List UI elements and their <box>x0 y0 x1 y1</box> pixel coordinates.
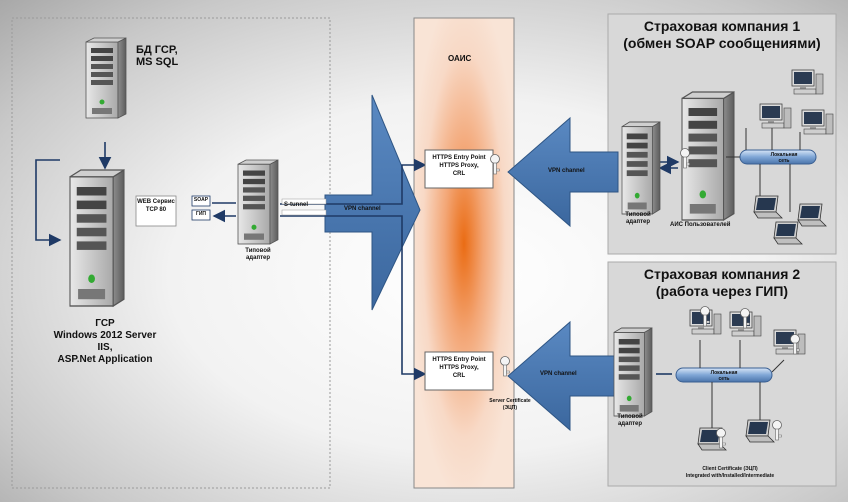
db-link <box>35 159 62 247</box>
proxy-bottom-line1: HTTPS Entry Point <box>432 357 486 363</box>
company2-network-line1: Локальная <box>710 370 738 376</box>
db-server-icon <box>85 37 127 119</box>
client-cert-label: Client Certificate (ЭЦП) Integrated with… <box>660 466 800 480</box>
proxy-bottom-line2: HTTPS Proxy, <box>439 365 479 371</box>
internal-zone <box>11 17 331 489</box>
oais-band <box>413 17 515 489</box>
server-cert-line1: Server Certificate <box>489 398 531 404</box>
company2-title-line1: Страховая компания 2 <box>643 266 801 282</box>
vpn-arrow-company2 <box>507 320 619 432</box>
link-proxy-top <box>280 158 427 205</box>
proxy-top-label: HTTPS Entry Point HTTPS Proxy, CRL <box>425 154 493 178</box>
company1-adapter-icon <box>621 121 661 215</box>
proxy-bottom-label: HTTPS Entry Point HTTPS Proxy, CRL <box>425 356 493 380</box>
main-server-line3: IIS, <box>97 342 113 353</box>
vpn-label-company1: VPN channel <box>548 168 585 174</box>
vpn-arrow-left <box>324 94 421 311</box>
company1-title-line2: (обмен SOAP сообщениями) <box>623 35 821 51</box>
db-server-label-line2: MS SQL <box>136 56 179 68</box>
gip-port-label: ГИП <box>195 211 207 217</box>
company1-adapter-line2: адаптер <box>625 219 651 225</box>
vpn-arrow-company1 <box>507 116 619 228</box>
s-tunnel-label: S-tunnel <box>284 202 308 208</box>
company1-title-line1: Страховая компания 1 <box>643 18 801 34</box>
company1-adapter-label: Типовой адаптер <box>616 212 660 226</box>
company2-title: Страховая компания 2 (работа через ГИП) <box>608 266 836 300</box>
company2-network-line2: сеть <box>718 376 730 382</box>
company1-network-label: Локальная сеть <box>764 152 804 164</box>
link-proxy-bottom <box>280 215 427 381</box>
client-cert-line2: Integrated with/Installed/Intermediate <box>685 473 775 479</box>
db-server-label-line1: БД ГСР, <box>136 44 178 56</box>
company2-adapter-icon <box>613 327 653 417</box>
vpn-label-company2: VPN channel <box>540 371 577 377</box>
proxy-bottom-box <box>424 351 494 391</box>
client-cert-line1: Client Certificate (ЭЦП) <box>702 466 758 472</box>
company2-adapter-label: Типовой адаптер <box>608 414 652 428</box>
company1-adapter-line1: Типовой <box>625 212 651 218</box>
web-service-label: WEB Сервис TCP 80 <box>136 198 176 214</box>
soap-port <box>191 195 211 207</box>
vpn-label-left: VPN channel <box>344 206 381 212</box>
company2-adapter-line1: Типовой <box>617 414 643 420</box>
adapter-left-line2: адаптер <box>245 255 271 261</box>
company2-network-label: Локальная сеть <box>704 370 744 382</box>
company2-network-pipe <box>675 367 773 383</box>
server-cert-line2: (ЭЦП) <box>502 405 518 411</box>
company2-title-line2: (работа через ГИП) <box>655 283 789 299</box>
company1-title: Страховая компания 1 (обмен SOAP сообщен… <box>608 18 836 52</box>
oais-title: ОАИС <box>448 54 472 63</box>
s-tunnel-pipe-2 <box>281 209 327 216</box>
ais-label: АИС Пользователей <box>670 222 731 228</box>
web-service-line1: WEB Сервис <box>137 199 175 205</box>
web-service-box <box>135 195 177 227</box>
main-server-label: ГСР Windows 2012 Server IIS, ASP.Net App… <box>30 318 180 366</box>
ais-server-icon <box>681 91 735 221</box>
proxy-top-line3: CRL <box>452 171 466 177</box>
soap-port-label: SOAP <box>193 197 209 203</box>
company1-network-line1: Локальная <box>770 152 798 158</box>
s-tunnel-pipe <box>281 198 327 205</box>
net-link <box>771 359 785 373</box>
main-server-line2: Windows 2012 Server <box>53 330 157 341</box>
proxy-top-line2: HTTPS Proxy, <box>439 163 479 169</box>
main-server-line4: ASP.Net Application <box>57 354 153 365</box>
company1-network-line2: сеть <box>778 158 790 164</box>
web-service-line2: TCP 80 <box>145 207 167 213</box>
main-server-line1: ГСР <box>95 318 115 329</box>
adapter-left-line1: Типовой <box>245 248 271 254</box>
proxy-bottom-line3: CRL <box>452 373 466 379</box>
adapter-left-label: Типовой адаптер <box>236 248 280 262</box>
server-cert-label: Server Certificate (ЭЦП) <box>470 398 550 412</box>
proxy-top-box <box>424 149 494 189</box>
db-server-label: БД ГСР, MS SQL <box>136 44 178 68</box>
main-server-icon <box>69 169 125 307</box>
gip-port <box>191 209 211 221</box>
proxy-top-line1: HTTPS Entry Point <box>432 155 486 161</box>
company2-adapter-line2: адаптер <box>617 421 643 427</box>
adapter-left-icon <box>237 159 279 245</box>
